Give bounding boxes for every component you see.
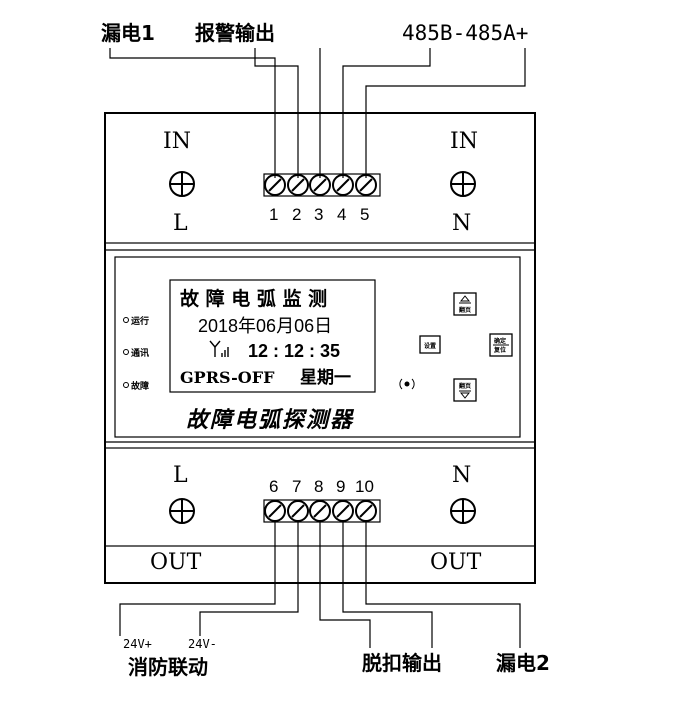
terminal-screw-icon bbox=[309, 174, 331, 196]
out-right-label: OUT bbox=[430, 550, 482, 575]
buzzer-icon bbox=[399, 378, 415, 390]
lcd-title: 故 障 电 弧 监 测 bbox=[180, 287, 327, 310]
leak1-label: 漏电1 bbox=[101, 21, 155, 45]
v24-minus-label: 24V- bbox=[188, 637, 217, 651]
terminal-block-bottom bbox=[263, 499, 381, 523]
lcd-gprs: GPRS-OFF bbox=[180, 368, 275, 387]
run-led-icon bbox=[123, 317, 129, 323]
rs485-label: 485B-485A+ bbox=[402, 21, 528, 45]
l-bottom-label: L bbox=[173, 463, 188, 488]
lcd-date: 2018年06月06日 bbox=[198, 316, 332, 336]
out-left-label: OUT bbox=[150, 550, 202, 575]
leader-line-1 bbox=[109, 48, 276, 178]
terminal-screw-icon bbox=[309, 500, 331, 522]
up-key-button[interactable]: 翻页 bbox=[453, 292, 477, 316]
screw-icon bbox=[169, 498, 195, 524]
reset-key-label: 复位 bbox=[493, 346, 506, 354]
comm-led-icon bbox=[123, 349, 129, 355]
in-right-label: IN bbox=[450, 129, 478, 154]
device-name: 故障电弧探测器 bbox=[186, 407, 355, 433]
terminal-number: 2 bbox=[292, 205, 301, 224]
leader-line-5 bbox=[365, 48, 526, 178]
leader-line-2 bbox=[254, 48, 299, 178]
terminal-number: 6 bbox=[269, 477, 278, 496]
n-top-label: N bbox=[452, 211, 471, 236]
bottom-leader-lines bbox=[119, 521, 521, 648]
arrow-down-icon bbox=[459, 392, 471, 399]
terminal-number: 10 bbox=[355, 477, 374, 496]
terminal-number: 5 bbox=[360, 205, 369, 224]
confirm-reset-key-button[interactable]: 确定 复位 bbox=[489, 333, 513, 357]
screw-icon bbox=[169, 171, 195, 197]
leader-line-10 bbox=[365, 521, 521, 648]
fault-indicator-label: 故障 bbox=[131, 380, 149, 392]
terminal-number: 9 bbox=[336, 477, 345, 496]
front-panel bbox=[114, 256, 521, 438]
terminal-number: 3 bbox=[314, 205, 323, 224]
in-left-label: IN bbox=[163, 129, 191, 154]
lcd-weekday: 星期一 bbox=[300, 368, 351, 388]
down-key-button[interactable]: 翻页 bbox=[453, 378, 477, 402]
terminal-screw-icon bbox=[264, 174, 286, 196]
terminal-screw-icon bbox=[287, 174, 309, 196]
terminal-number: 7 bbox=[292, 477, 301, 496]
down-key-label: 翻页 bbox=[458, 382, 471, 390]
terminal-screw-icon bbox=[264, 500, 286, 522]
lcd-time: 12 : 12 : 35 bbox=[248, 341, 340, 361]
l-top-label: L bbox=[173, 211, 188, 236]
terminal-screw-icon bbox=[355, 500, 377, 522]
screw-icon bbox=[450, 171, 476, 197]
lcd-screen bbox=[169, 279, 376, 393]
fire-linkage-label: 消防联动 bbox=[128, 655, 208, 679]
terminal-number: 1 bbox=[269, 205, 278, 224]
terminal-number: 4 bbox=[337, 205, 346, 224]
leader-line-7 bbox=[199, 521, 299, 636]
comm-indicator-label: 通讯 bbox=[131, 347, 149, 359]
top-leader-lines bbox=[109, 48, 526, 178]
leader-line-9 bbox=[342, 521, 433, 648]
signal-icon bbox=[209, 340, 229, 357]
terminal-screw-icon bbox=[355, 174, 377, 196]
n-bottom-label: N bbox=[452, 463, 471, 488]
terminal-screw-icon bbox=[332, 500, 354, 522]
terminal-block-top bbox=[263, 173, 381, 197]
leader-line-6 bbox=[119, 521, 276, 636]
terminal-screw-icon bbox=[332, 174, 354, 196]
set-key-button[interactable]: 设置 bbox=[419, 335, 441, 354]
terminal-screw-icon bbox=[287, 500, 309, 522]
screw-icon bbox=[450, 498, 476, 524]
leader-line-4 bbox=[342, 48, 431, 178]
run-indicator-label: 运行 bbox=[131, 315, 149, 327]
leader-line-8 bbox=[319, 521, 371, 648]
leak2-label: 漏电2 bbox=[496, 651, 550, 675]
fault-led-icon bbox=[123, 382, 129, 388]
alarm-output-label: 报警输出 bbox=[195, 21, 275, 45]
set-key-label: 设置 bbox=[424, 342, 436, 350]
up-key-label: 翻页 bbox=[458, 306, 471, 314]
v24-plus-label: 24V+ bbox=[123, 637, 152, 651]
arrow-up-icon bbox=[459, 295, 471, 302]
top-module bbox=[104, 112, 536, 244]
trip-output-label: 脱扣输出 bbox=[362, 651, 442, 675]
confirm-key-label: 确定 bbox=[494, 337, 506, 345]
terminal-number: 8 bbox=[314, 477, 323, 496]
